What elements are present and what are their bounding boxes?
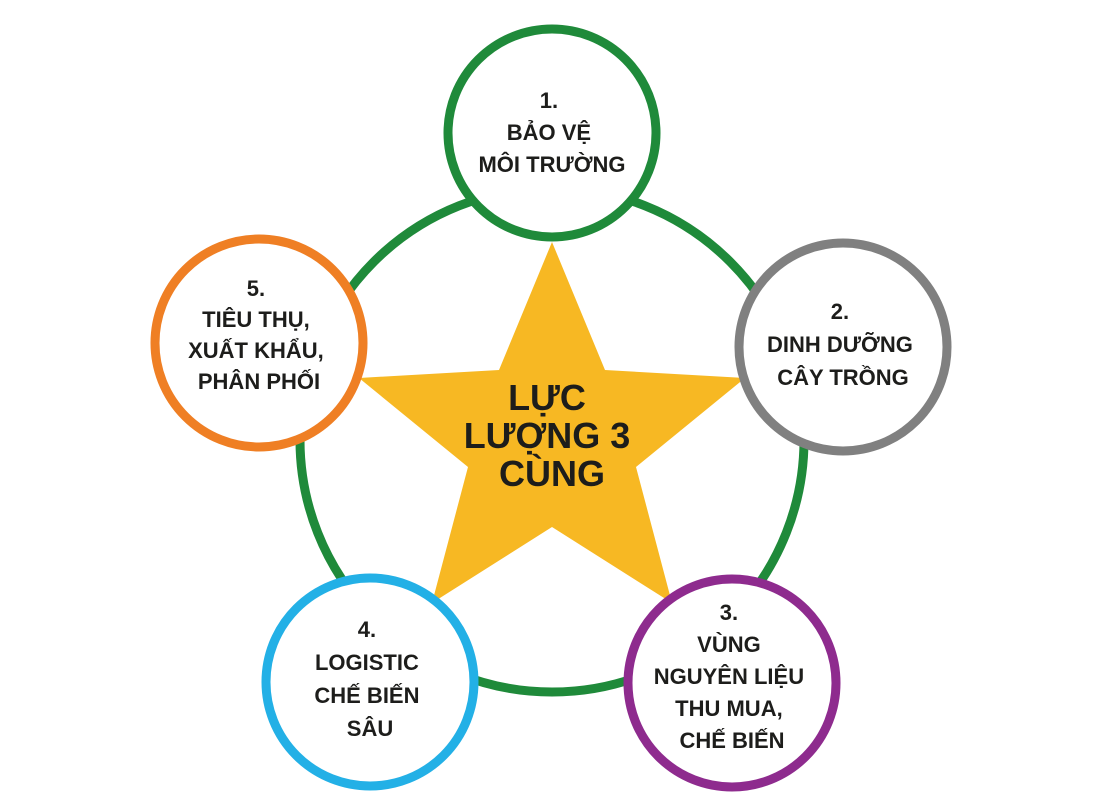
node-2-line: DINH DƯỠNG	[767, 332, 913, 357]
center-star	[359, 242, 745, 603]
node-4-label: 4. LOGISTIC CHẾ BIẾN SÂU	[314, 617, 425, 741]
node-3-line: NGUYÊN LIỆU	[654, 664, 804, 689]
node-5-line: XUẤT KHẨU,	[188, 338, 324, 363]
node-4-line: CHẾ BIẾN	[314, 683, 419, 708]
node-1-line: BẢO VỆ	[507, 120, 591, 145]
center-label-line: LƯỢNG 3	[464, 415, 631, 456]
node-2-label: 2. DINH DƯỠNG CÂY TRỒNG	[767, 299, 919, 390]
node-5-line: TIÊU THỤ,	[202, 307, 310, 332]
node-1-line: 1.	[540, 88, 558, 113]
node-1-circle	[443, 24, 661, 242]
node-2-line: CÂY TRỒNG	[777, 365, 909, 390]
node-3-line: VÙNG	[697, 632, 761, 657]
node-4-line: 4.	[358, 617, 376, 642]
node-2-line: 2.	[831, 299, 849, 324]
center-label: LỰC LƯỢNG 3 CÙNG	[464, 377, 641, 494]
node-3-line: 3.	[720, 600, 738, 625]
node-5-label: 5. TIÊU THỤ, XUẤT KHẨU, PHÂN PHỐI	[188, 276, 330, 394]
node-3: 3. VÙNG NGUYÊN LIỆU THU MUA, CHẾ BIẾN	[623, 574, 841, 792]
node-3-line: CHẾ BIẾN	[679, 728, 784, 753]
node-1: 1. BẢO VỆ MÔI TRƯỜNG	[443, 24, 661, 242]
node-1-line: MÔI TRƯỜNG	[478, 152, 625, 177]
node-5-line: 5.	[247, 276, 265, 301]
center-label-line: CÙNG	[499, 452, 605, 494]
node-1-label: 1. BẢO VỆ MÔI TRƯỜNG	[478, 88, 625, 177]
node-5: 5. TIÊU THỤ, XUẤT KHẨU, PHÂN PHỐI	[150, 234, 368, 452]
node-4-line: LOGISTIC	[315, 650, 419, 675]
center-label-line: LỰC	[508, 377, 586, 418]
node-3-label: 3. VÙNG NGUYÊN LIỆU THU MUA, CHẾ BIẾN	[654, 600, 810, 753]
node-2: 2. DINH DƯỠNG CÂY TRỒNG	[734, 238, 952, 456]
node-3-line: THU MUA,	[675, 696, 783, 721]
node-4-line: SÂU	[347, 716, 393, 741]
node-4: 4. LOGISTIC CHẾ BIẾN SÂU	[261, 573, 479, 791]
node-2-circle	[734, 238, 952, 456]
node-3-circle	[623, 574, 841, 792]
node-5-circle	[150, 234, 368, 452]
node-4-circle	[261, 573, 479, 791]
node-5-line: PHÂN PHỐI	[198, 368, 320, 394]
